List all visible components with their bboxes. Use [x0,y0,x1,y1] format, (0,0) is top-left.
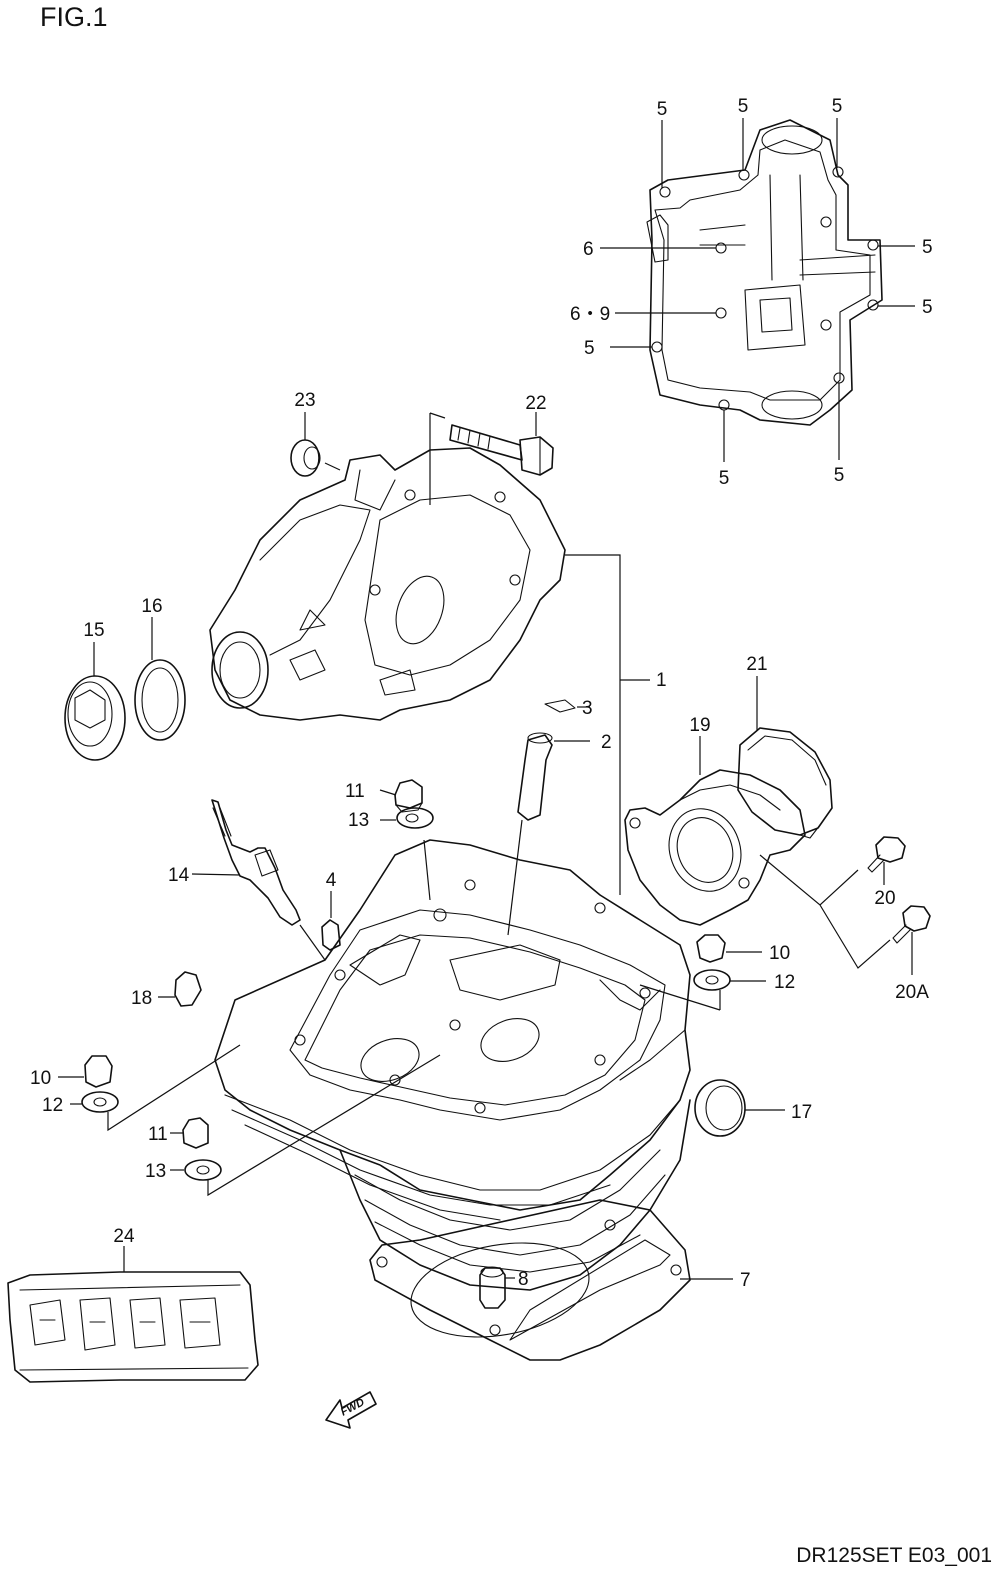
callout-21: 21 [746,654,767,675]
callout-5-e: 5 [922,297,933,318]
intake-pipe-19-drawing [624,769,806,926]
callout-1: 1 [656,670,667,691]
callout-13-upper: 13 [348,810,369,831]
callout-20: 20 [874,888,895,909]
cylinder-gasket-7-drawing [369,1199,691,1361]
spark-plug-14-drawing [211,799,301,926]
callout-24: 24 [113,1226,135,1247]
callout-17: 17 [791,1102,812,1123]
fwd-label: FWD [339,1396,367,1418]
callout-15: 15 [83,620,104,641]
clip-3-drawing [544,699,576,713]
dowel-4-drawing [321,919,341,951]
nut-10-right-drawing [696,934,726,963]
valve-guide-2-drawing [517,732,553,821]
callout-20A: 20A [895,982,929,1003]
callout-14: 14 [168,865,190,886]
nut-11-lower-drawing [182,1117,209,1149]
callout-6-9: 6・9 [570,304,610,325]
cap-18-drawing [174,971,202,1007]
callout-5-b: 5 [738,96,749,117]
cap-17-drawing [694,1079,746,1137]
callout-5-a: 5 [657,99,668,120]
callout-12-right: 12 [774,972,795,993]
callout-18: 18 [131,988,152,1009]
nut-10-left-drawing [84,1055,113,1088]
callout-8: 8 [518,1269,529,1290]
callout-5-h: 5 [834,465,845,486]
bolt-22-drawing [449,424,554,476]
callout-5-f: 5 [584,338,595,359]
washer-13-lower-drawing [184,1159,222,1181]
o-ring-16-drawing [134,659,186,741]
callout-22: 22 [525,393,546,414]
gasket-callouts [600,118,915,462]
cap-15-drawing [64,675,126,761]
callout-2: 2 [601,732,612,753]
callout-6: 6 [583,239,594,260]
nut-11-upper-drawing [394,779,423,813]
clamp-21-drawing [737,727,833,839]
washer-13-upper-drawing [396,807,434,829]
dowel-8-drawing [479,1266,506,1309]
figure-title: FIG.1 [40,2,108,32]
callout-5-d: 5 [922,237,933,258]
washer-12-right-drawing [693,969,731,991]
fwd-arrow-icon: FWD [325,1391,377,1429]
callout-10-right: 10 [769,943,790,964]
figure-code: DR125SET E03_001 [796,1544,992,1567]
cylinder-block-drawing [339,1099,691,1291]
decal-24-drawing [7,1271,259,1383]
callout-23: 23 [294,390,315,411]
callout-3: 3 [582,698,593,719]
callout-13-lower: 13 [145,1161,166,1182]
callout-4: 4 [326,870,337,891]
callout-5-c: 5 [832,96,843,117]
head-cover-gasket-drawing [646,119,883,426]
washer-23-drawing [290,439,321,477]
washer-12-left-drawing [81,1091,119,1113]
callout-10-left: 10 [30,1068,51,1089]
callout-12-left: 12 [42,1095,63,1116]
callout-19: 19 [689,715,710,736]
bolt-20A-drawing [892,905,931,944]
callout-11-lower: 11 [148,1124,168,1145]
bolt-20-drawing [867,836,906,873]
callout-5-g: 5 [719,468,730,489]
cylinder-head-drawing [214,839,691,1221]
callout-7: 7 [740,1270,751,1291]
cylinder-head-cover-drawing [209,447,566,721]
leader-1 [565,554,621,895]
callout-16: 16 [141,596,162,617]
callout-11-upper: 11 [345,781,365,802]
